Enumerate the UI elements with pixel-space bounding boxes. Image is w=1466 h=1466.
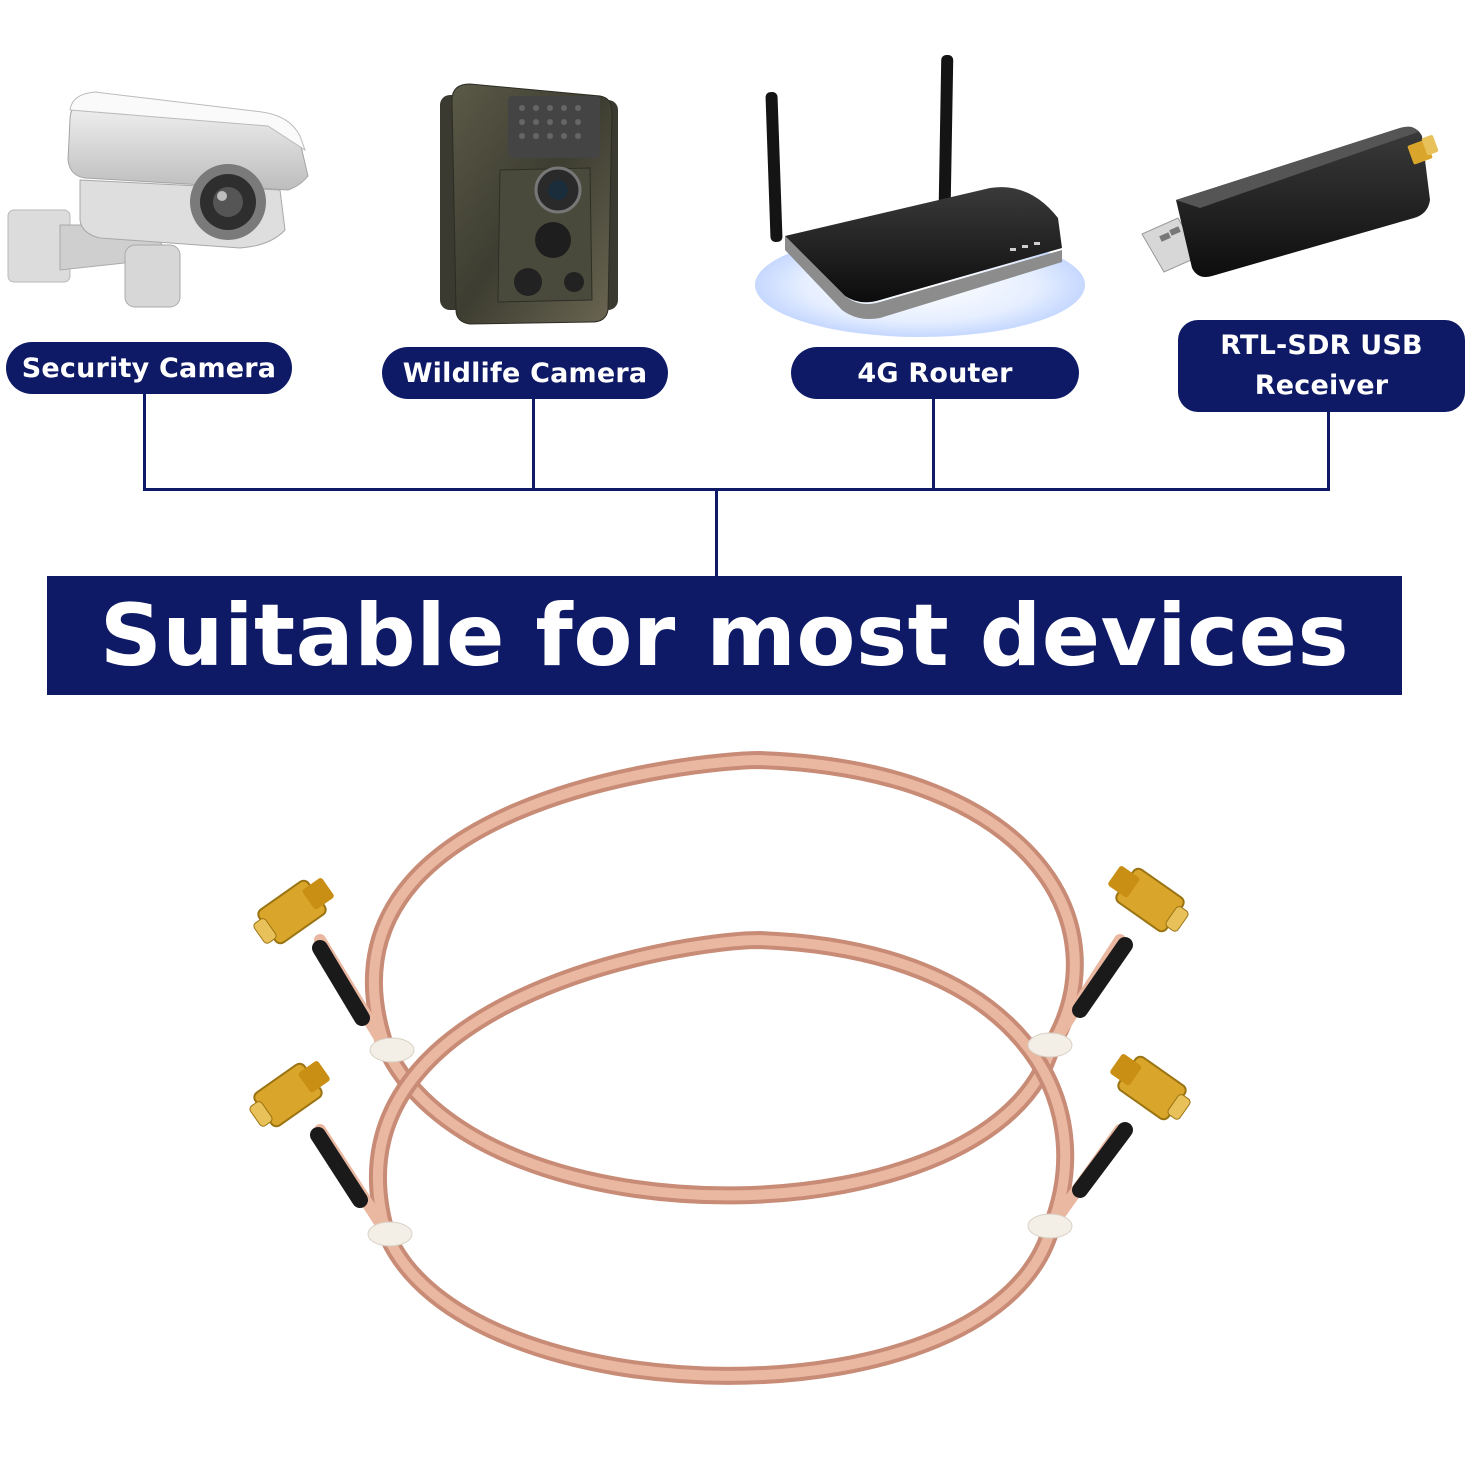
sma-connector-icon [1110,1054,1191,1121]
router-icon [755,54,1085,337]
sma-connector-icon [253,878,334,945]
security-camera-icon [7,91,309,308]
connector-lines [143,393,1330,576]
sma-connector-icon [249,1061,330,1128]
cable-ties [367,1032,1073,1247]
device-label-wildlife-camera: Wildlife Camera [382,347,668,399]
device-label-rtl-sdr-receiver: RTL-SDR USB Receiver [1178,320,1465,412]
connector-boots [310,937,1133,1208]
headline-banner: Suitable for most devices [47,576,1402,695]
wildlife-camera-icon [440,83,618,325]
device-label-security-camera: Security Camera [6,342,292,394]
headline-text: Suitable for most devices [99,585,1350,686]
device-label-4g-router: 4G Router [791,347,1079,399]
sma-connector-icons [249,866,1191,1128]
device-label-text: Wildlife Camera [402,357,648,389]
device-label-text: RTL-SDR USB Receiver [1220,330,1423,401]
device-label-text: Security Camera [21,352,277,384]
sma-connector-icon [1108,866,1189,933]
device-label-text: 4G Router [857,357,1013,389]
usb-receiver-icon [1141,126,1439,277]
coax-cables-illustration [314,750,1126,1385]
